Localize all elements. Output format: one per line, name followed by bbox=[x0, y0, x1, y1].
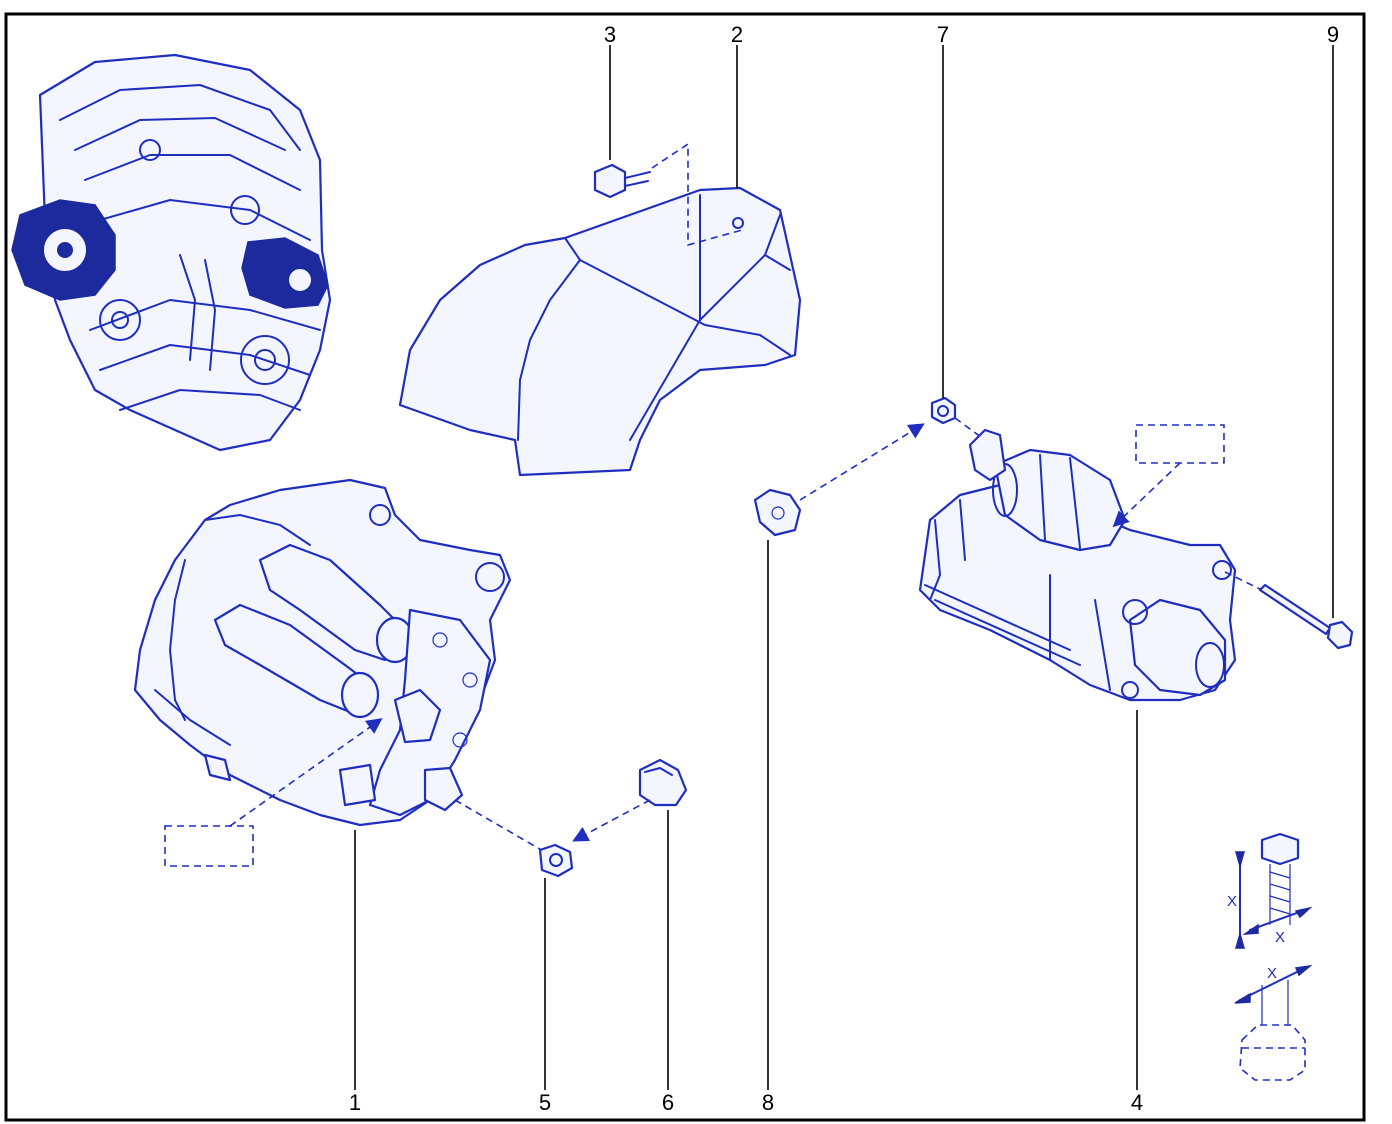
part-1-alternator bbox=[133, 478, 512, 827]
part-9-bolt bbox=[1258, 583, 1354, 650]
part-7-nut bbox=[930, 396, 957, 425]
label-box-2 bbox=[1135, 424, 1225, 464]
callout-3: 3 bbox=[604, 22, 616, 47]
callout-2: 2 bbox=[731, 22, 743, 47]
diagram-frame bbox=[4, 12, 1366, 1122]
part-2-shield bbox=[398, 186, 802, 477]
x-label-diameter: X bbox=[1275, 929, 1285, 946]
tightening-symbol: X X X bbox=[1227, 832, 1313, 1081]
callout-5: 5 bbox=[539, 1090, 551, 1115]
callout-4: 4 bbox=[1131, 1090, 1143, 1115]
part-6-cap bbox=[638, 758, 688, 807]
x-label-length: X bbox=[1227, 893, 1237, 910]
callout-1: 1 bbox=[349, 1090, 361, 1115]
callout-8: 8 bbox=[762, 1090, 774, 1115]
part-4-starter bbox=[918, 428, 1237, 702]
x-label-nut: X bbox=[1267, 965, 1277, 982]
label-box-1 bbox=[164, 825, 254, 867]
callout-9: 9 bbox=[1327, 22, 1339, 47]
part-3-bolt bbox=[593, 142, 743, 247]
callout-7: 7 bbox=[937, 22, 949, 47]
part-8-connector bbox=[753, 488, 802, 537]
callout-6: 6 bbox=[662, 1090, 674, 1115]
engine-overview-illustration bbox=[11, 53, 332, 452]
part-5-nut bbox=[538, 843, 574, 878]
